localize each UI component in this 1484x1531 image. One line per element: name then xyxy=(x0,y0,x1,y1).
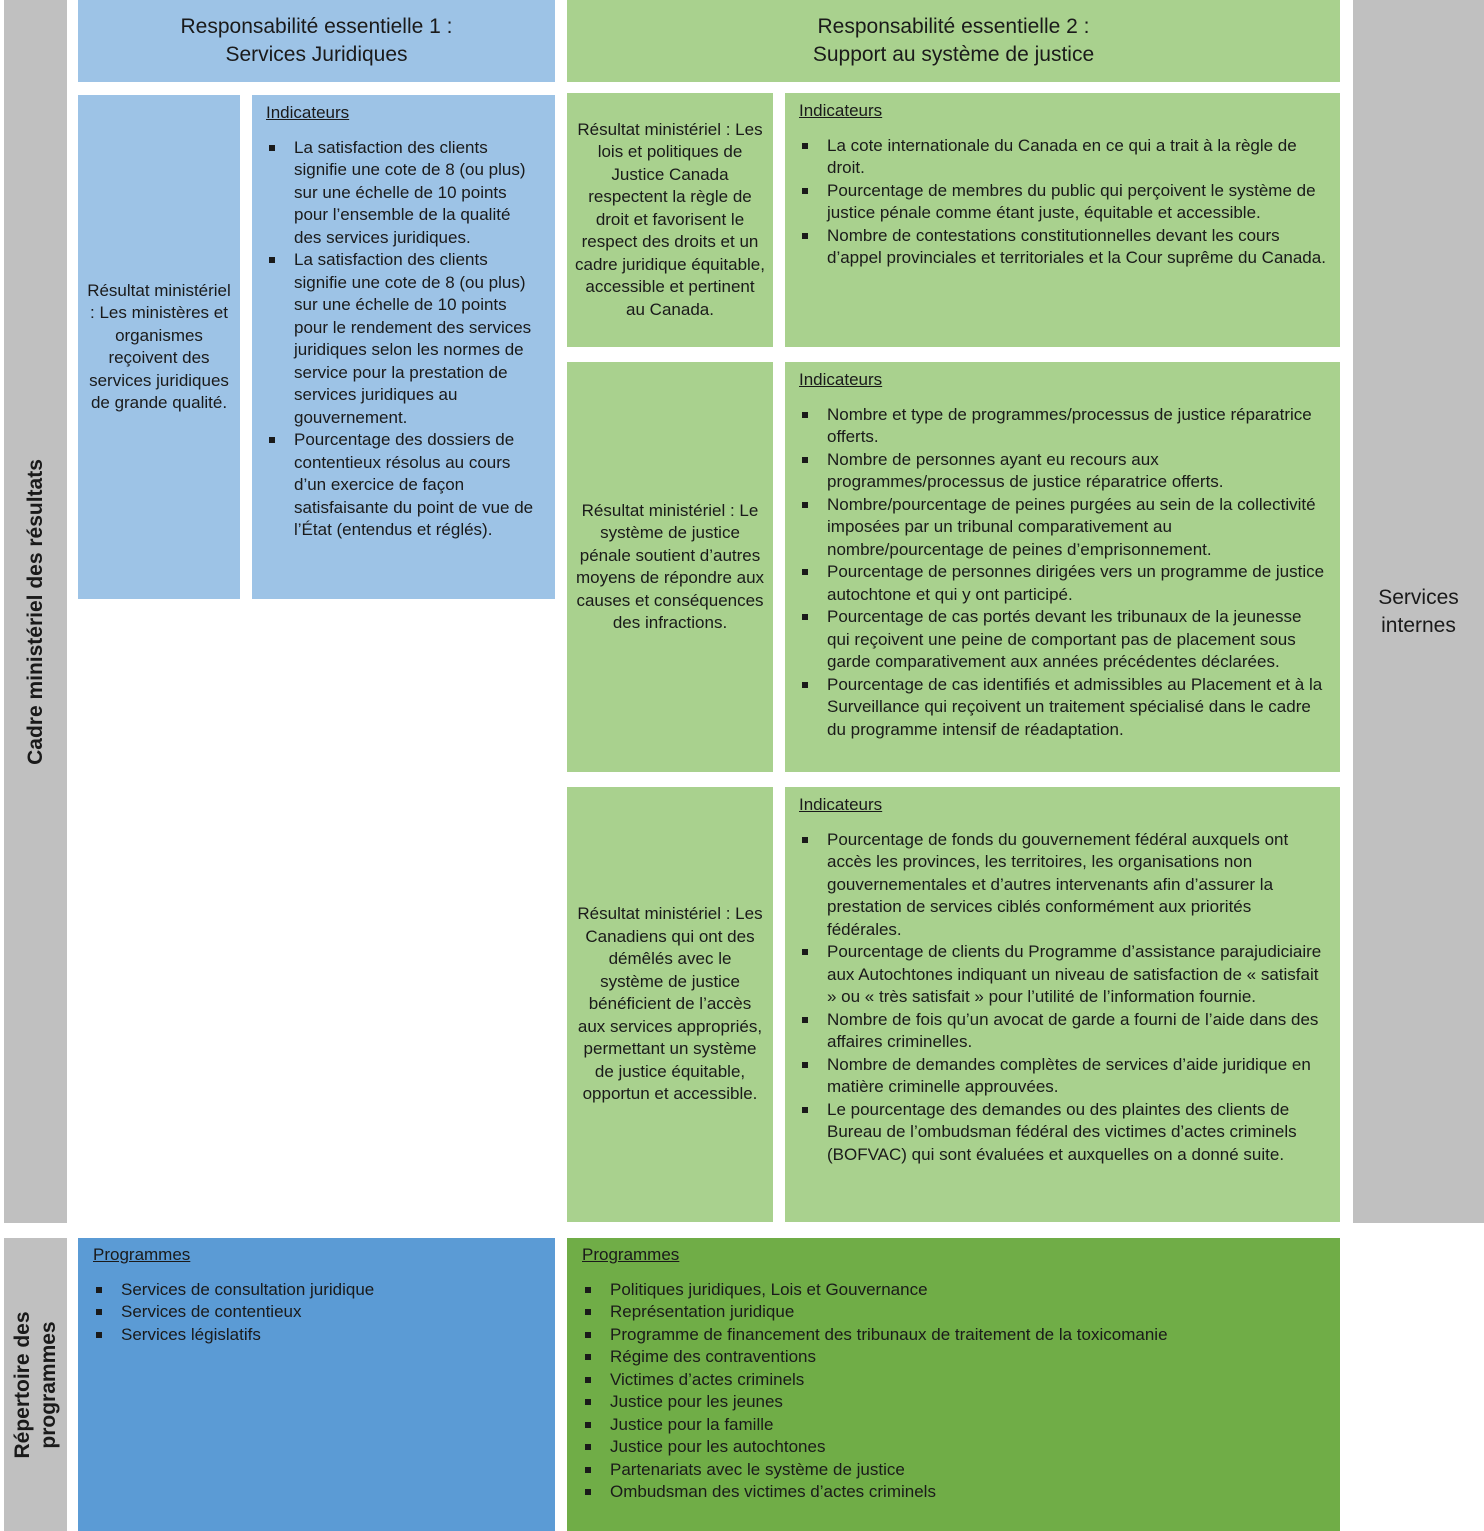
indicator-item: Pourcentage de clients du Programme d’as… xyxy=(799,941,1326,1009)
repertoire-label-line1: Répertoire des xyxy=(10,1310,34,1459)
program-item: Politiques juridiques, Lois et Gouvernan… xyxy=(582,1279,1325,1302)
program-item: Programme de financement des tribunaux d… xyxy=(582,1324,1325,1347)
indicator-item: Nombre de contestations constitutionnell… xyxy=(799,225,1326,270)
program-item: Services législatifs xyxy=(93,1324,540,1347)
cadre-label: Cadre ministériel des résultats xyxy=(23,458,47,765)
repertoire-label-band: Répertoire des programmes xyxy=(4,1238,67,1531)
indicator-item: Nombre de personnes ayant eu recours aux… xyxy=(799,449,1326,494)
resp1-programs-title: Programmes xyxy=(93,1245,191,1264)
indicator-item: Le pourcentage des demandes ou des plain… xyxy=(799,1099,1326,1167)
resp1-indicators-title: Indicateurs xyxy=(266,103,350,122)
resp2-result-1: Résultat ministériel : Les lois et polit… xyxy=(567,93,773,347)
resp1-header-line2: Services Juridiques xyxy=(225,43,408,66)
program-item: Ombudsman des victimes d’actes criminels xyxy=(582,1481,1325,1504)
repertoire-label: Répertoire des programmes xyxy=(9,1311,62,1458)
resp1-result-text: Résultat ministériel : Les ministères et… xyxy=(87,280,231,413)
resp2-indicators-3: Indicateurs Pourcentage de fonds du gouv… xyxy=(785,787,1340,1222)
resp2-indicators-2-title: Indicateurs xyxy=(799,370,883,389)
internal-services: Services internes xyxy=(1353,0,1484,1223)
resp2-result-3-text: Résultat ministériel : Les Canadiens qui… xyxy=(577,904,763,1104)
resp1-indicators: Indicateurs La satisfaction des clients … xyxy=(252,95,555,599)
indicator-item: Pourcentage des dossiers de contentieux … xyxy=(266,429,541,542)
indicator-item: Pourcentage de cas portés devant les tri… xyxy=(799,606,1326,674)
program-item: Justice pour les autochtones xyxy=(582,1436,1325,1459)
resp2-result-2: Résultat ministériel : Le système de jus… xyxy=(567,362,773,772)
resp2-programs: Programmes Politiques juridiques, Lois e… xyxy=(567,1238,1340,1531)
program-item: Victimes d’actes criminels xyxy=(582,1369,1325,1392)
program-item: Services de consultation juridique xyxy=(93,1279,540,1302)
program-item: Justice pour les jeunes xyxy=(582,1391,1325,1414)
program-item: Représentation juridique xyxy=(582,1301,1325,1324)
indicator-item: La cote internationale du Canada en ce q… xyxy=(799,135,1326,180)
repertoire-label-line2: programmes xyxy=(36,1320,60,1449)
indicator-item: Pourcentage de cas identifiés et admissi… xyxy=(799,674,1326,742)
resp1-result: Résultat ministériel : Les ministères et… xyxy=(78,95,240,599)
indicator-item: Nombre de fois qu’un avocat de garde a f… xyxy=(799,1009,1326,1054)
indicator-item: La satisfaction des clients signifie une… xyxy=(266,249,541,429)
indicator-item: Pourcentage de membres du public qui per… xyxy=(799,180,1326,225)
resp2-result-3: Résultat ministériel : Les Canadiens qui… xyxy=(567,787,773,1222)
resp1-programs-list: Services de consultation juridique Servi… xyxy=(93,1279,540,1347)
indicator-item: Pourcentage de fonds du gouvernement féd… xyxy=(799,829,1326,942)
resp2-indicators-1: Indicateurs La cote internationale du Ca… xyxy=(785,93,1340,347)
resp2-result-2-text: Résultat ministériel : Le système de jus… xyxy=(575,500,765,633)
resp2-indicators-3-title: Indicateurs xyxy=(799,795,883,814)
resp1-header-line1: Responsabilité essentielle 1 : xyxy=(180,15,453,38)
resp2-indicators-3-list: Pourcentage de fonds du gouvernement féd… xyxy=(799,829,1326,1167)
resp2-indicators-2: Indicateurs Nombre et type de programmes… xyxy=(785,362,1340,772)
resp2-indicators-1-list: La cote internationale du Canada en ce q… xyxy=(799,135,1326,270)
indicator-item: Nombre et type de programmes/processus d… xyxy=(799,404,1326,449)
resp2-header-line1: Responsabilité essentielle 2 : xyxy=(817,15,1090,38)
resp1-header: Responsabilité essentielle 1 : Services … xyxy=(78,0,555,82)
internal-services-line1: Services xyxy=(1378,585,1459,609)
indicator-item: Nombre de demandes complètes de services… xyxy=(799,1054,1326,1099)
indicator-item: Pourcentage de personnes dirigées vers u… xyxy=(799,561,1326,606)
program-item: Régime des contraventions xyxy=(582,1346,1325,1369)
resp2-programs-title: Programmes xyxy=(582,1245,680,1264)
resp2-indicators-2-list: Nombre et type de programmes/processus d… xyxy=(799,404,1326,742)
resp1-indicators-list: La satisfaction des clients signifie une… xyxy=(266,137,541,542)
program-item: Justice pour la famille xyxy=(582,1414,1325,1437)
indicator-item: La satisfaction des clients signifie une… xyxy=(266,137,541,250)
resp2-programs-list: Politiques juridiques, Lois et Gouvernan… xyxy=(582,1279,1325,1504)
program-item: Partenariats avec le système de justice xyxy=(582,1459,1325,1482)
internal-services-line2: internes xyxy=(1381,613,1456,637)
resp2-indicators-1-title: Indicateurs xyxy=(799,101,883,120)
resp2-result-1-text: Résultat ministériel : Les lois et polit… xyxy=(575,119,765,319)
indicator-item: Nombre/pourcentage de peines purgées au … xyxy=(799,494,1326,562)
resp2-header: Responsabilité essentielle 2 : Support a… xyxy=(567,0,1340,82)
resp2-header-line2: Support au système de justice xyxy=(812,43,1095,66)
resp1-programs: Programmes Services de consultation juri… xyxy=(78,1238,555,1531)
program-item: Services de contentieux xyxy=(93,1301,540,1324)
cadre-label-band: Cadre ministériel des résultats xyxy=(4,0,67,1223)
